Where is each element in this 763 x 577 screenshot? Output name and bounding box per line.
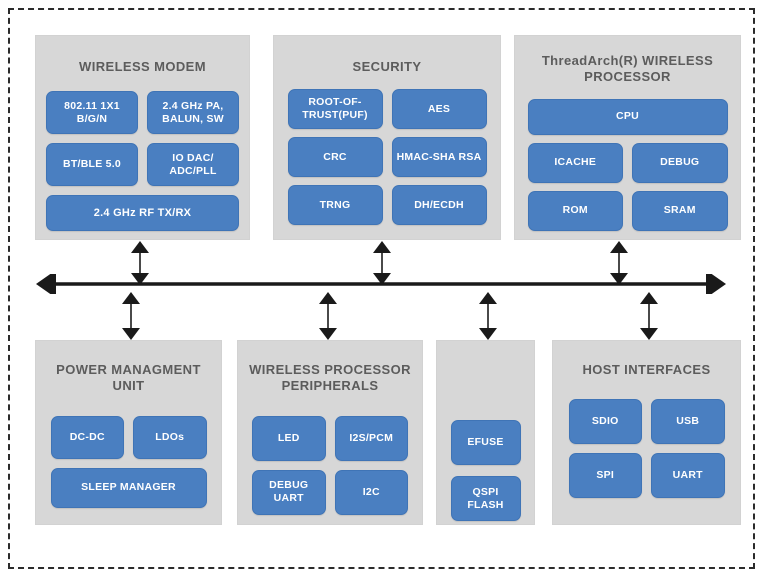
panel-title-security: SECURITY	[352, 59, 422, 74]
block-debug[interactable]: DEBUG	[632, 142, 728, 183]
panel-title-host-interfaces: HOST INTERFACES	[582, 362, 711, 377]
block-802-11-1x1-bgn[interactable]: 802.11 1X1 B/G/N	[46, 91, 138, 135]
connector-arrow-host-interfaces	[638, 292, 660, 340]
block-spi[interactable]: SPI	[568, 453, 642, 499]
block-grid-host-interfaces: SDIO USB SPI UART	[568, 399, 725, 499]
panel-wireless-processor-peripherals[interactable]: WIRELESS PROCESSOR PERIPHERALS LED I2S/P…	[237, 340, 423, 525]
bus-left-arrowhead	[36, 274, 56, 294]
block-grid-power-managment-unit: DC-DC LDOs SLEEP MANAGER	[50, 415, 207, 508]
block-aes[interactable]: AES	[391, 89, 487, 130]
block-grid-security: ROOT-OF-TRUST(PUF) AES CRC HMAC-SHA RSA …	[287, 89, 487, 226]
block-sleep-manager[interactable]: SLEEP MANAGER	[50, 467, 207, 508]
block-bt-ble-5-0[interactable]: BT/BLE 5.0	[46, 143, 138, 187]
panel-title-wireless-modem: WIRELESS MODEM	[79, 59, 206, 74]
block-i2s-pcm[interactable]: I2S/PCM	[334, 415, 408, 461]
block-sdio[interactable]: SDIO	[568, 399, 642, 445]
panel-title-threadarch-wireless-processor: ThreadArch(R) WIRELESS PROCESSOR	[541, 53, 714, 85]
block-dc-dc[interactable]: DC-DC	[50, 415, 124, 459]
block-ldos[interactable]: LDOs	[133, 415, 207, 459]
block-cpu[interactable]: CPU	[527, 98, 728, 135]
block-i2c[interactable]: I2C	[334, 469, 408, 515]
block-usb[interactable]: USB	[651, 399, 725, 445]
bus-right-arrowhead	[706, 274, 726, 294]
system-bus	[36, 274, 726, 294]
block-io-dac-adc-pll[interactable]: IO DAC/ ADC/PLL	[147, 143, 239, 187]
connector-arrow-memory-fuse	[477, 292, 499, 340]
block-efuse[interactable]: EFUSE	[450, 420, 521, 465]
panel-title-power-managment-unit: POWER MANAGMENT UNIT	[56, 362, 201, 394]
block-grid-threadarch: CPU ICACHE DEBUG ROM SRAM	[527, 98, 728, 231]
panel-power-managment-unit[interactable]: POWER MANAGMENT UNIT DC-DC LDOs SLEEP MA…	[35, 340, 222, 525]
block-dh-ecdh[interactable]: DH/ECDH	[391, 185, 487, 226]
panel-title-memory-fuse	[482, 362, 490, 394]
block-led[interactable]: LED	[252, 415, 326, 461]
block-crc[interactable]: CRC	[287, 137, 383, 178]
connector-arrow-threadarch-wireless-processor	[608, 241, 630, 285]
block-hmac-sha-rsa[interactable]: HMAC-SHA RSA	[391, 137, 487, 178]
connector-arrow-power-managment-unit	[120, 292, 142, 340]
block-grid-wireless-processor-peripherals: LED I2S/PCM DEBUG UART I2C	[252, 415, 408, 515]
block-trng[interactable]: TRNG	[287, 185, 383, 226]
panel-threadarch-wireless-processor[interactable]: ThreadArch(R) WIRELESS PROCESSOR CPU ICA…	[514, 35, 741, 240]
panel-memory-fuse[interactable]: EFUSE QSPI FLASH	[436, 340, 535, 525]
connector-arrow-wireless-modem	[129, 241, 151, 285]
panel-host-interfaces[interactable]: HOST INTERFACES SDIO USB SPI UART	[552, 340, 741, 525]
block-qspi-flash[interactable]: QSPI FLASH	[450, 476, 521, 521]
panel-wireless-modem[interactable]: WIRELESS MODEM 802.11 1X1 B/G/N 2.4 GHz …	[35, 35, 250, 240]
block-sram[interactable]: SRAM	[632, 190, 728, 231]
block-grid-memory-fuse: EFUSE QSPI FLASH	[450, 420, 521, 521]
panel-title-wireless-processor-peripherals: WIRELESS PROCESSOR PERIPHERALS	[249, 362, 411, 394]
block-debug-uart[interactable]: DEBUG UART	[252, 469, 326, 515]
block-uart[interactable]: UART	[651, 453, 725, 499]
panel-security[interactable]: SECURITY ROOT-OF-TRUST(PUF) AES CRC HMAC…	[273, 35, 501, 240]
block-2-4ghz-rf-tx-rx[interactable]: 2.4 GHz RF TX/RX	[46, 195, 239, 232]
block-root-of-trust-puf[interactable]: ROOT-OF-TRUST(PUF)	[287, 89, 383, 130]
block-icache[interactable]: ICACHE	[527, 142, 623, 183]
block-rom[interactable]: ROM	[527, 190, 623, 231]
block-2-4ghz-pa-balun-sw[interactable]: 2.4 GHz PA, BALUN, SW	[147, 91, 239, 135]
connector-arrow-wireless-processor-peripherals	[317, 292, 339, 340]
block-grid-wireless-modem: 802.11 1X1 B/G/N 2.4 GHz PA, BALUN, SW B…	[46, 91, 239, 232]
connector-arrow-security	[371, 241, 393, 285]
